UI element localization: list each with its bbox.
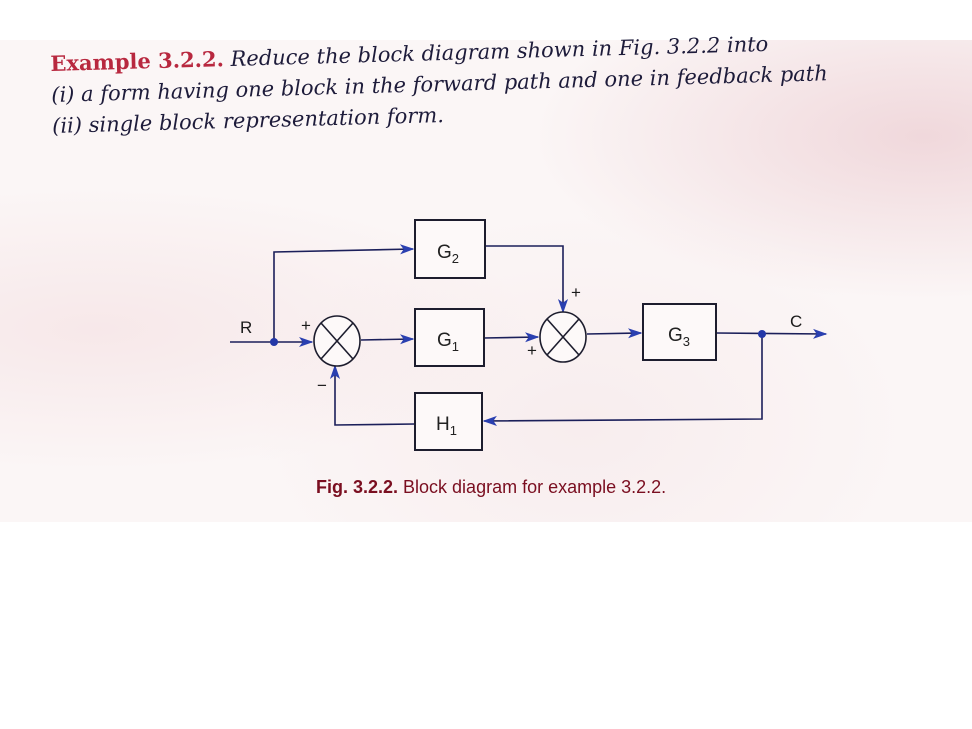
- summer2-top-plus-sign: +: [571, 283, 581, 302]
- g1-to-s2: [483, 332, 540, 343]
- block-g2-label: G2: [437, 242, 459, 266]
- summing-junction-1: [313, 315, 361, 367]
- figure-caption: Fig. 3.2.2. Block diagram for example 3.…: [316, 477, 666, 498]
- h1-to-s1: [329, 364, 416, 426]
- block-g2: [414, 219, 486, 279]
- block-g3: [642, 303, 717, 361]
- summer1-plus-sign: +: [301, 316, 311, 335]
- s1-to-g1: [360, 334, 415, 345]
- summing-junction-2: [539, 311, 587, 363]
- output-pickoff-node: [758, 330, 766, 338]
- block-g1: [414, 308, 485, 367]
- output-line: [715, 328, 828, 339]
- block-g3-label: G3: [668, 325, 690, 349]
- input-label-r: R: [240, 318, 252, 337]
- output-label-c: C: [790, 312, 802, 331]
- textbook-photo: [0, 40, 972, 522]
- s2-to-g3: [586, 328, 643, 339]
- input-pickoff-node: [270, 338, 278, 346]
- figure-label: Fig. 3.2.2.: [316, 477, 399, 497]
- summer2-left-plus-sign: +: [527, 341, 537, 360]
- figure-caption-text: Block diagram for example 3.2.2.: [398, 477, 667, 497]
- block-h1: [414, 392, 483, 451]
- block-h1-label: H1: [436, 414, 457, 438]
- feedback-line: [482, 334, 763, 426]
- block-g1-label: G1: [437, 330, 459, 354]
- branch-to-g2: [273, 244, 415, 342]
- g2-to-s2: [485, 245, 569, 314]
- summer1-minus-sign: −: [317, 376, 327, 395]
